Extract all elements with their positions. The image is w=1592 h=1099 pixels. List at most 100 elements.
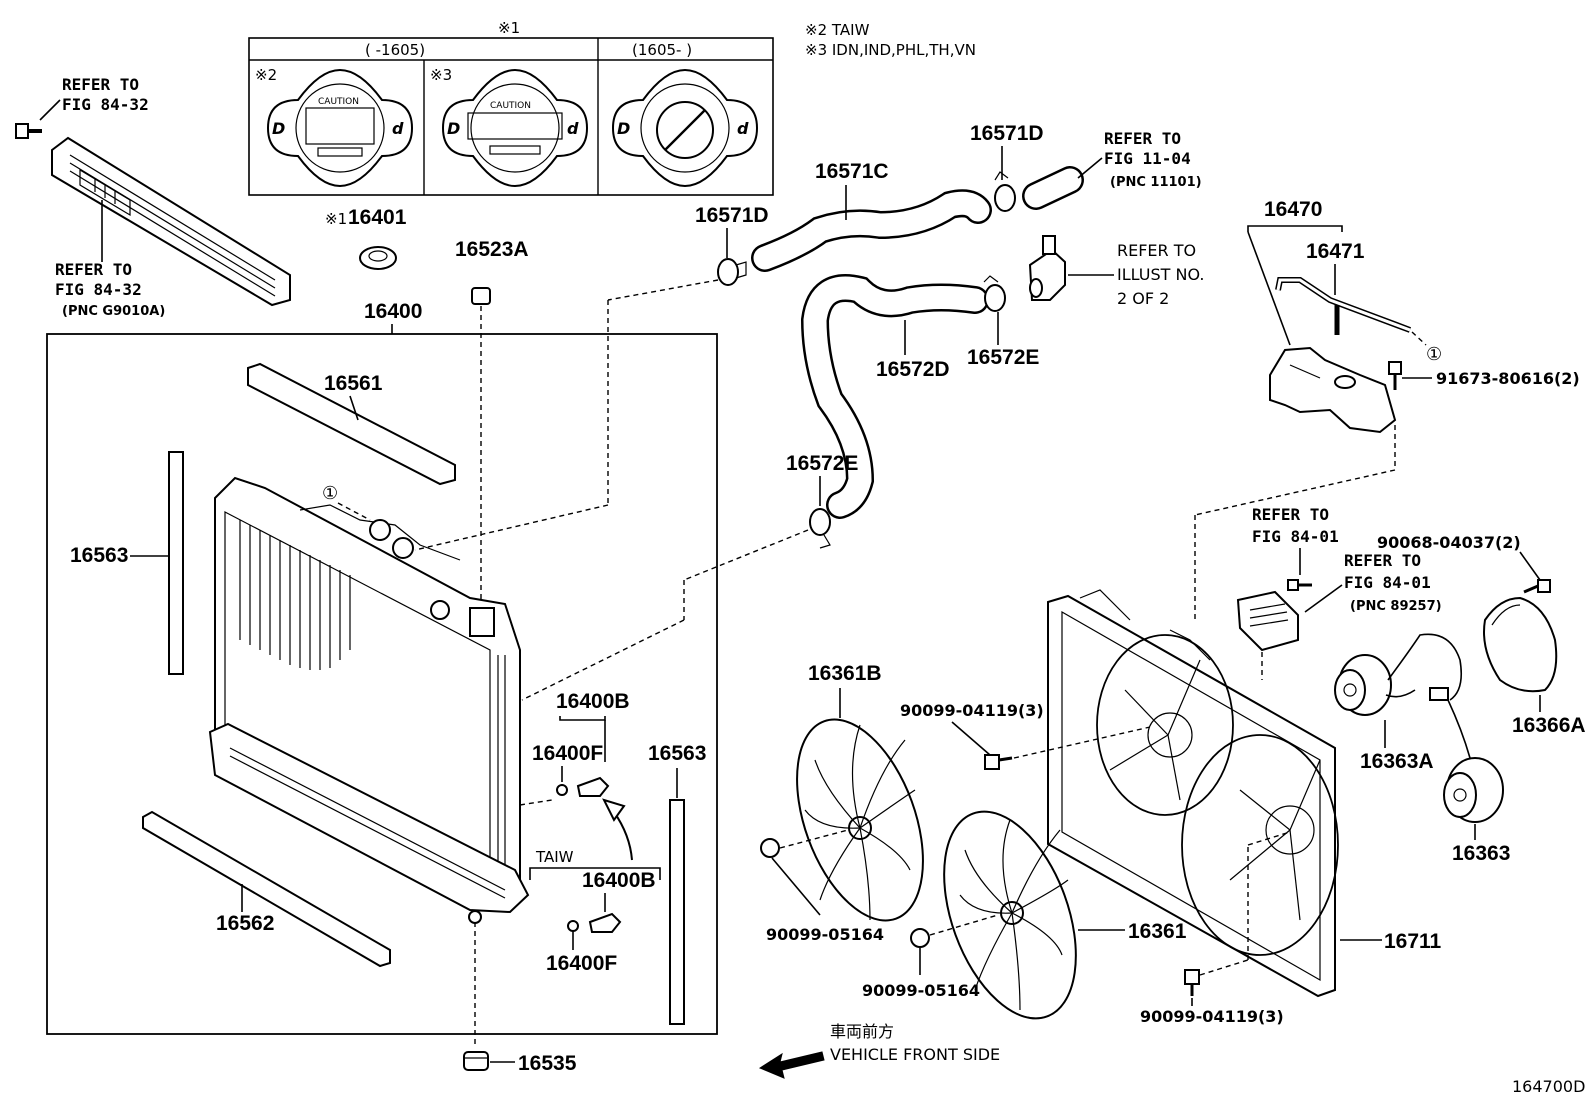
part-16400F-b-label: 16400F — [546, 952, 617, 975]
svg-text:D: D — [447, 119, 460, 138]
ref-fig-11-04-line3: (PNC 11101) — [1110, 175, 1202, 190]
note-2-label: ※2 TAIW — [805, 21, 870, 39]
fan-motor-icon — [1443, 699, 1504, 823]
ref-fig-84-32-b-line1: REFER TO — [55, 260, 132, 279]
note-3-label: ※3 IDN,IND,PHL,TH,VN — [805, 41, 976, 59]
ref-fig-84-01-a-line1: REFER TO — [1252, 505, 1329, 524]
part-90068-label: 90068-04037(2) — [1377, 533, 1521, 552]
taiw-label: TAIW — [535, 848, 574, 866]
radiator-cap-icon: D d — [611, 68, 759, 188]
cooling-fan-icon — [796, 718, 924, 922]
nut-icon — [910, 928, 930, 948]
cap-seal-icon — [359, 246, 397, 270]
part-90099-05164-a-label: 90099-05164 — [766, 925, 884, 944]
ref-fig-84-32-b-line2: FIG 84-32 — [55, 280, 142, 299]
figure-id: 164700D — [1512, 1077, 1585, 1096]
part-16711-label: 16711 — [1384, 930, 1442, 953]
part-90099-05164-b-label: 90099-05164 — [862, 981, 980, 1000]
part-16571D-b-label: 16571D — [970, 122, 1044, 145]
hose-clamp-icon — [809, 508, 831, 549]
bolt-icon — [1523, 579, 1551, 594]
part-16561-label: 16561 — [324, 372, 383, 395]
cap-col-2-header: (1605- ) — [632, 41, 692, 59]
svg-text:CAUTION: CAUTION — [490, 101, 531, 111]
water-outlet-icon — [1028, 235, 1066, 301]
note-1-label: ※1 — [498, 19, 520, 37]
part-16401-mark: ※1 — [325, 210, 347, 228]
fan-controller-icon — [1236, 590, 1299, 652]
ref-illust-line2: ILLUST NO. — [1117, 265, 1204, 284]
bolt-icon — [15, 123, 42, 139]
part-16471-label: 16471 — [1306, 240, 1365, 263]
drain-cock-icon — [556, 776, 610, 797]
fan-motor-icon — [1334, 633, 1463, 716]
ref-fig-84-32-b-line3: (PNC G9010A) — [62, 304, 165, 319]
ref-fig-84-01-b-line2: FIG 84-01 — [1344, 573, 1431, 592]
cooling-fan-icon — [943, 810, 1077, 1020]
bolt-icon — [1287, 579, 1312, 591]
cap-mark-2: ※2 — [255, 66, 277, 84]
hose-clamp-icon — [994, 171, 1016, 212]
bolt-icon — [1388, 361, 1402, 390]
front-label-jp: 車両前方 — [830, 1022, 894, 1041]
ref-illust-line3: 2 OF 2 — [1117, 289, 1169, 308]
cap-mark-3: ※3 — [430, 66, 452, 84]
upper-seal-icon — [247, 362, 456, 486]
bolt-icon — [984, 754, 1013, 770]
reservoir-tank-icon — [1269, 346, 1397, 434]
part-90099-04119-b-label: 90099-04119(3) — [1140, 1007, 1284, 1026]
cap-variant-table: ( -1605) (1605- ) ※2 ※3 CAUTION D d CAUT… — [248, 37, 774, 196]
circle-ref-1-a: ① — [322, 483, 338, 504]
nut-icon — [760, 838, 780, 858]
ref-fig-11-04-line1: REFER TO — [1104, 129, 1181, 148]
circle-ref-1-b: ① — [1426, 344, 1442, 365]
arrow-icon — [602, 798, 633, 861]
ref-fig-11-04-line2: FIG 11-04 — [1104, 149, 1191, 168]
part-16401-label: 16401 — [348, 206, 407, 229]
radiator-assembly-frame — [46, 333, 718, 1035]
reservoir-hose-icon — [1275, 277, 1412, 335]
part-16400-label: 16400 — [364, 300, 422, 323]
front-label-en: VEHICLE FRONT SIDE — [830, 1045, 1000, 1064]
svg-text:d: d — [392, 119, 404, 138]
part-16563-right-label: 16563 — [648, 742, 706, 765]
drain-cock-icon — [567, 912, 622, 933]
motor-cover-icon — [1483, 596, 1558, 693]
ref-illust-line1: REFER TO — [1117, 241, 1196, 260]
side-seal-left-icon — [168, 451, 184, 675]
cap-col-1-header: ( -1605) — [365, 41, 425, 59]
fan-shroud-icon — [1047, 589, 1339, 998]
side-seal-right-icon — [669, 799, 685, 1025]
ref-fig-84-01-b-line1: REFER TO — [1344, 551, 1421, 570]
radiator-support-bracket — [51, 136, 291, 307]
part-16523A-label: 16523A — [455, 238, 529, 261]
cushion-icon — [471, 287, 491, 305]
part-16400B-b-label: 16400B — [582, 869, 656, 892]
hose-clamp-icon — [717, 258, 747, 286]
radiator-cap-icon: CAUTION D d — [266, 68, 414, 188]
part-16562-label: 16562 — [216, 912, 274, 935]
ref-fig-84-32-a-line1: REFER TO — [62, 75, 139, 94]
svg-text:D: D — [617, 119, 630, 138]
part-16563-left-label: 16563 — [70, 544, 128, 567]
part-91673-label: 91673-80616(2) — [1436, 369, 1580, 388]
part-16535-label: 16535 — [518, 1052, 577, 1075]
ref-fig-84-32-a-line2: FIG 84-32 — [62, 95, 149, 114]
part-16400B-a-label: 16400B — [556, 690, 630, 713]
part-16363-label: 16363 — [1452, 842, 1510, 865]
part-16366A-label: 16366A — [1512, 714, 1586, 737]
part-90099-04119-a-label: 90099-04119(3) — [900, 701, 1044, 720]
radiator-core-icon — [208, 476, 530, 924]
lower-cushion-icon — [463, 1051, 489, 1071]
part-16361-label: 16361 — [1128, 920, 1187, 943]
bolt-icon — [1184, 969, 1200, 996]
part-16470-label: 16470 — [1264, 198, 1322, 221]
part-16400F-a-label: 16400F — [532, 742, 603, 765]
part-16571D-a-label: 16571D — [695, 204, 769, 227]
radiator-cap-icon: CAUTION D d — [441, 68, 589, 188]
hose-clamp-icon — [983, 275, 1006, 312]
lower-seal-icon — [142, 810, 391, 968]
part-16571C-label: 16571C — [815, 160, 889, 183]
part-16572E-a-label: 16572E — [786, 452, 858, 475]
